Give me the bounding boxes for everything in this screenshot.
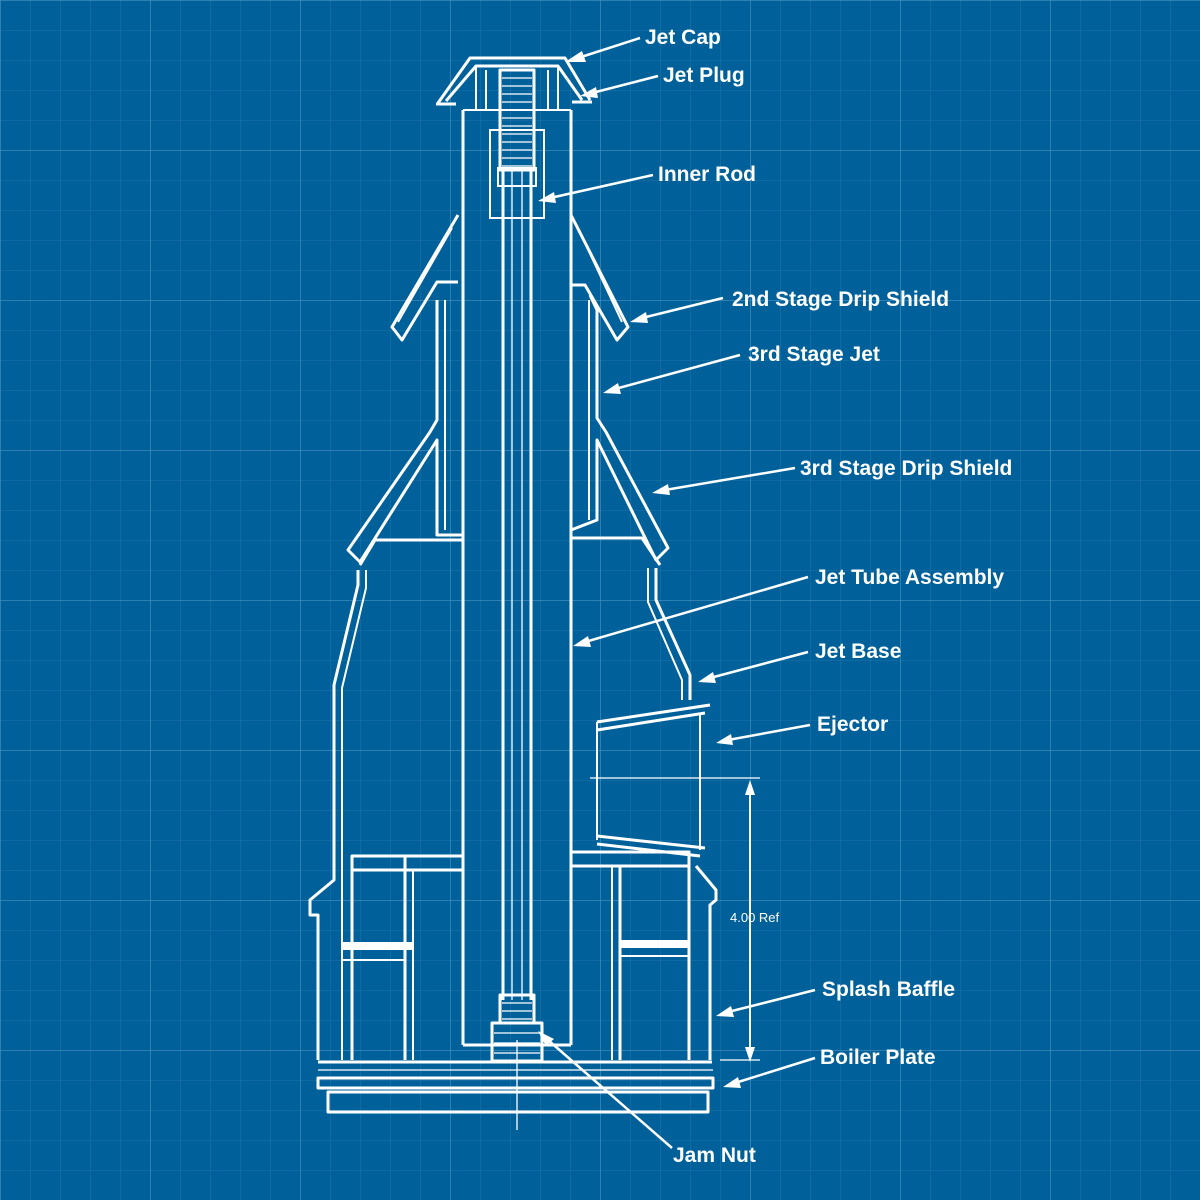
label-2nd-stage-drip-shield: 2nd Stage Drip Shield [732, 288, 949, 311]
label-jet-cap: Jet Cap [645, 26, 721, 49]
label-3rd-stage-jet: 3rd Stage Jet [748, 343, 880, 366]
jet-3-part [346, 294, 670, 564]
leader-lines [538, 36, 816, 1149]
drip-shield-3-part [308, 536, 692, 1060]
inner-rod-part [497, 167, 537, 1130]
label-splash-baffle: Splash Baffle [822, 978, 955, 1001]
boiler-plate-part [316, 1060, 715, 1114]
label-ejector: Ejector [817, 713, 888, 736]
drip-shield-2-part [390, 214, 630, 342]
labels: Jet Cap Jet Plug Inner Rod 2nd Stage Dri… [645, 26, 1012, 1167]
label-jam-nut: Jam Nut [673, 1144, 756, 1167]
ejector-part [590, 703, 760, 858]
label-jet-tube-assembly: Jet Tube Assembly [815, 566, 1004, 589]
dimension-label: 4.00 Ref [730, 910, 780, 925]
label-inner-rod: Inner Rod [658, 163, 756, 186]
label-3rd-stage-drip-shield: 3rd Stage Drip Shield [800, 457, 1012, 480]
label-jet-plug: Jet Plug [663, 64, 745, 87]
jet-drawing [308, 56, 760, 1130]
dimension-4-ref [720, 780, 760, 1062]
label-jet-base: Jet Base [815, 640, 901, 663]
label-boiler-plate: Boiler Plate [820, 1046, 936, 1069]
jet-cap-part [436, 56, 592, 110]
splash-baffle-part [341, 850, 718, 1060]
